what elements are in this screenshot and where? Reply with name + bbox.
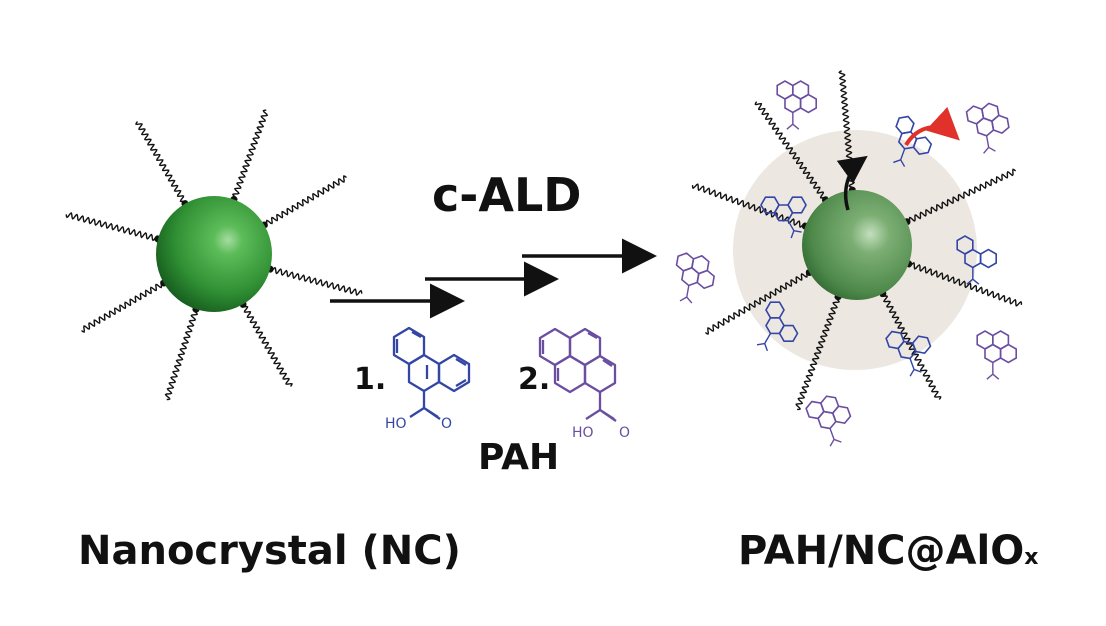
right-ligand bbox=[704, 270, 810, 335]
pah-ring bbox=[999, 343, 1018, 364]
right-ligand bbox=[880, 293, 942, 400]
pah-ring bbox=[979, 248, 998, 269]
surface-pah bbox=[776, 80, 818, 130]
nanocrystal-label: Nanocrystal (NC) bbox=[78, 528, 461, 574]
surface-pah bbox=[965, 102, 1010, 154]
product-label: PAH/NC@AlOx bbox=[738, 528, 1038, 574]
left-ligand bbox=[65, 211, 159, 242]
right-ligand bbox=[908, 261, 1023, 307]
surface-pah bbox=[805, 395, 852, 447]
left-ligand bbox=[263, 175, 347, 228]
pah-label: PAH bbox=[478, 437, 560, 478]
pah-ring bbox=[681, 266, 700, 287]
surface-pah bbox=[893, 115, 933, 167]
surface-pah bbox=[956, 235, 998, 285]
pah-ring bbox=[778, 324, 799, 342]
pah-ring bbox=[912, 136, 933, 156]
pah-ring bbox=[965, 105, 985, 125]
right-ligand bbox=[754, 101, 828, 201]
surface-pah bbox=[885, 330, 932, 377]
surface-pah-molecules bbox=[675, 80, 1018, 447]
pyrene-carboxylic-acid bbox=[538, 327, 617, 422]
left-ligand bbox=[164, 308, 199, 401]
pah-ring bbox=[981, 102, 1000, 123]
step-2-label: 2. bbox=[518, 362, 551, 397]
release-arrow bbox=[904, 106, 960, 147]
mol2-hydroxyl: HO bbox=[572, 425, 594, 441]
carboxylate-group bbox=[893, 148, 906, 167]
pah-ring bbox=[911, 335, 932, 355]
carboxylate-group bbox=[829, 428, 842, 447]
carboxylate-group bbox=[679, 285, 693, 304]
pah-ring bbox=[831, 405, 852, 425]
right-ligand bbox=[795, 296, 841, 411]
pah-ring bbox=[675, 252, 695, 272]
carboxylate-group bbox=[756, 333, 772, 352]
pah-ring bbox=[984, 343, 1002, 364]
step-1-label: 1. bbox=[354, 362, 387, 397]
left-ligand bbox=[269, 266, 363, 297]
carboxylate-group bbox=[787, 220, 802, 239]
surface-pah bbox=[756, 301, 799, 352]
carboxylate-group bbox=[909, 358, 922, 377]
left-ligand bbox=[81, 280, 165, 333]
right-ligands bbox=[691, 70, 1023, 411]
product-label-main: PAH/NC@AlO bbox=[738, 528, 1025, 574]
product-label-subscript: x bbox=[1024, 545, 1039, 570]
pah-ring bbox=[787, 196, 807, 214]
process-label: c-ALD bbox=[432, 168, 582, 222]
left-ligands bbox=[65, 109, 363, 401]
carboxylate-group bbox=[966, 267, 980, 285]
right-ligand bbox=[691, 183, 806, 229]
left-ligand bbox=[135, 121, 188, 205]
carboxylate-group bbox=[986, 362, 1000, 380]
mol2-oxygen: O bbox=[619, 425, 630, 441]
surface-pah bbox=[976, 330, 1018, 380]
mol1-oxygen: O bbox=[441, 416, 452, 432]
pah-ring bbox=[975, 117, 995, 137]
right-ligand bbox=[906, 168, 1017, 225]
phenanthrene-carboxylic-acid bbox=[392, 326, 471, 420]
carboxylate-group bbox=[786, 112, 800, 130]
pah-ring bbox=[691, 254, 710, 275]
left-ligand bbox=[231, 109, 269, 201]
process-arrows bbox=[330, 238, 657, 319]
left-ligand bbox=[240, 303, 293, 387]
pah-ring bbox=[991, 114, 1010, 135]
pah-ring bbox=[696, 269, 716, 290]
coated-nanocrystal-core bbox=[802, 190, 912, 300]
surface-pah bbox=[760, 196, 807, 239]
carboxylate-group bbox=[983, 135, 996, 154]
nanocrystal-core bbox=[156, 196, 272, 312]
mol1-hydroxyl: HO bbox=[385, 416, 407, 432]
pah-ring bbox=[784, 93, 802, 114]
ligand-exchange-arrow bbox=[836, 155, 868, 211]
pah-ring bbox=[799, 93, 818, 114]
surface-pah bbox=[675, 252, 716, 304]
